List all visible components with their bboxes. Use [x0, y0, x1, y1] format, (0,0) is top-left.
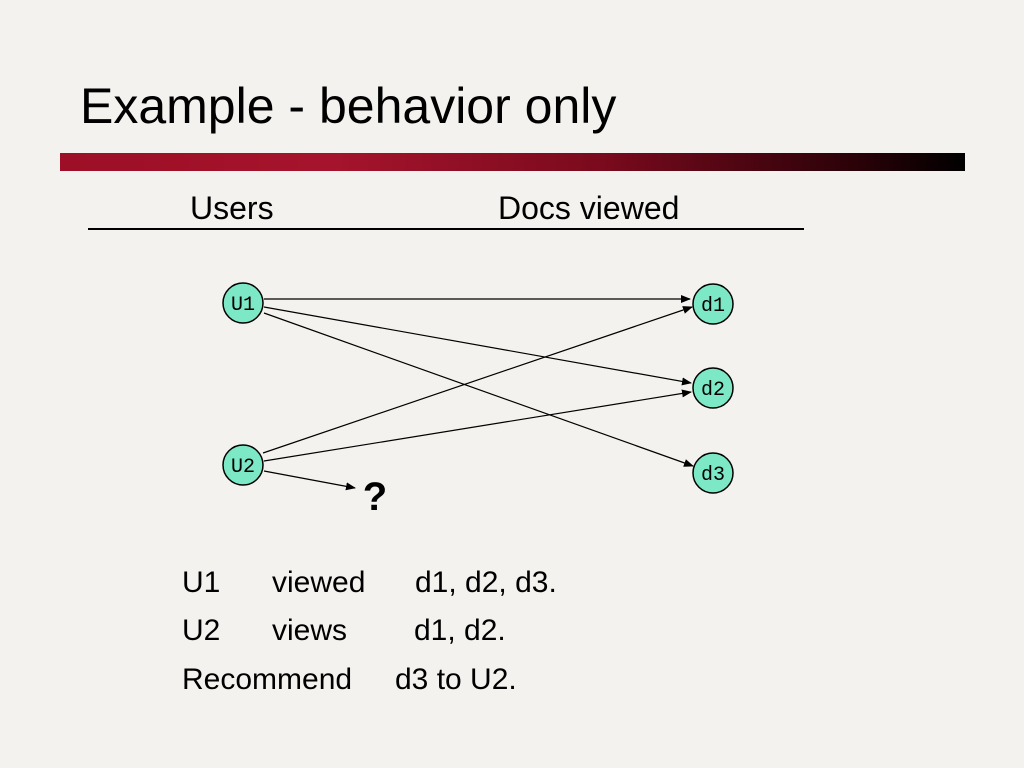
summary-row1-docs: d1, d2, d3.: [415, 566, 557, 599]
summary-row1-verb: viewed: [272, 566, 366, 599]
node-u1-label: U1: [231, 294, 255, 317]
edge-u1-d2: [263, 306, 692, 386]
edge-u2-unknown: [263, 470, 356, 491]
slide-title: Example - behavior only: [80, 78, 617, 134]
node-d2: d2: [692, 367, 734, 409]
title-underline-bar: [60, 153, 965, 171]
edge-u2-d1: [262, 306, 693, 454]
node-d2-label: d2: [701, 379, 725, 402]
node-u2: U2: [222, 444, 264, 486]
summary-row3-action: Recommend: [182, 663, 353, 696]
docs-viewed-header: Docs viewed: [498, 190, 680, 226]
summary-row2-docs: d1, d2.: [414, 614, 506, 647]
node-d1: d1: [692, 283, 734, 325]
node-d1-label: d1: [701, 295, 725, 318]
users-header: Users: [190, 190, 274, 226]
edge-u1-d3: [263, 312, 694, 467]
header-underline: [88, 228, 804, 230]
unknown-recommendation-mark: ?: [363, 475, 387, 519]
node-u2-label: U2: [231, 456, 255, 479]
summary-row2-user: U2: [182, 614, 221, 647]
summary-row3-rest: d3 to U2.: [395, 663, 517, 696]
summary-row1-user: U1: [182, 566, 221, 599]
node-d3: d3: [692, 452, 734, 494]
edge-u2-d2: [263, 389, 692, 462]
summary-row2-verb: views: [272, 614, 348, 647]
node-d3-label: d3: [701, 464, 725, 487]
node-u1: U1: [222, 282, 264, 324]
